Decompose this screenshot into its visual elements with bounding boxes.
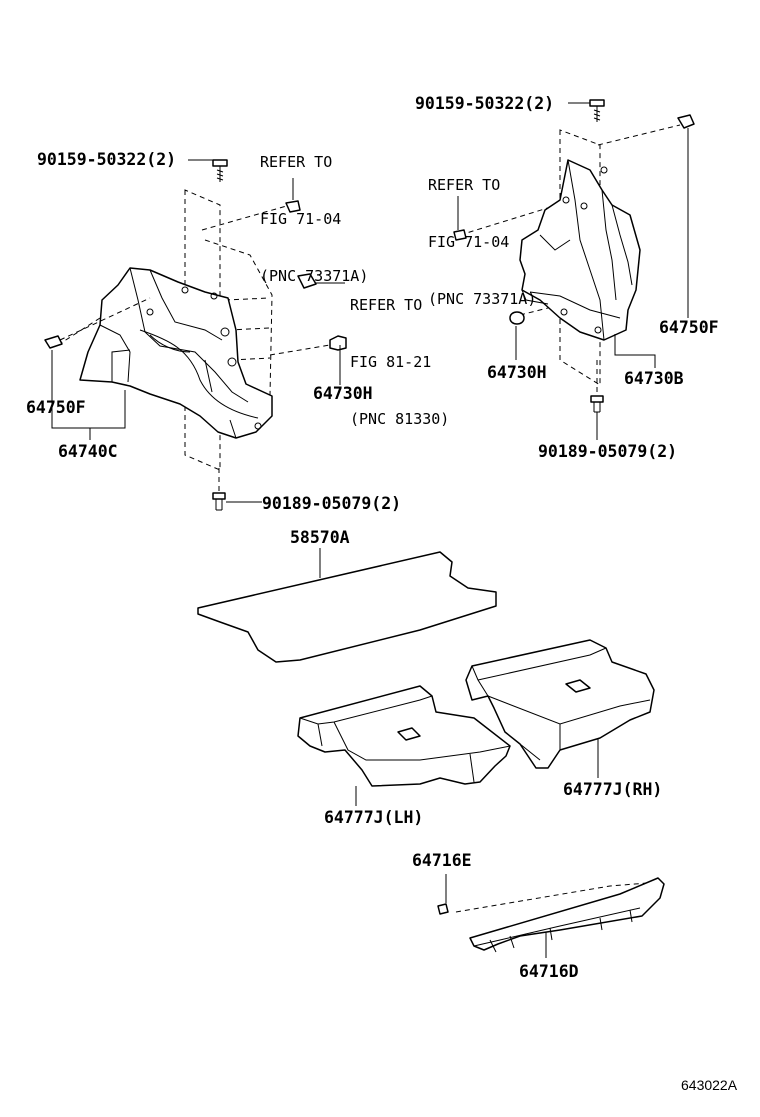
bolt-left-top-label: 90159-50322(2) bbox=[37, 150, 177, 169]
plate-label: 64716D bbox=[519, 962, 579, 981]
box-lh-label: 64777J(LH) bbox=[324, 808, 424, 827]
refer-center-line3: (PNC 81330) bbox=[350, 410, 450, 428]
left-hardware bbox=[44, 159, 347, 511]
box-lh bbox=[297, 685, 511, 806]
clip-right-label: 64750F bbox=[659, 318, 719, 337]
refer-center-line2: FIG 81-21 bbox=[350, 353, 432, 371]
refer-left-label: REFER TO FIG 71-04 (PNC 73371A) bbox=[260, 115, 368, 324]
screw-right-label: 64730H bbox=[487, 363, 547, 382]
left-quarter-trim-panel bbox=[57, 189, 331, 471]
bottom-bolt-right-label: 90189-05079(2) bbox=[538, 442, 678, 461]
refer-right-line2: FIG 71-04 bbox=[428, 233, 510, 251]
refer-right-line1: REFER TO bbox=[428, 176, 501, 194]
refer-left-line3: (PNC 73371A) bbox=[260, 267, 369, 285]
clip-left-label: 64750F bbox=[26, 398, 86, 417]
refer-left-line2: FIG 71-04 bbox=[260, 210, 342, 228]
plate-clip-label: 64716E bbox=[412, 851, 472, 870]
bolt-right-top-label: 90159-50322(2) bbox=[415, 94, 555, 113]
panel-left-label: 64740C bbox=[58, 442, 118, 461]
bottom-bolt-left-label: 90189-05079(2) bbox=[262, 494, 402, 513]
refer-right-line3: (PNC 73371A) bbox=[428, 290, 537, 308]
refer-left-line1: REFER TO bbox=[260, 153, 333, 171]
figure-id: 643022A bbox=[681, 1077, 738, 1093]
refer-center-line1: REFER TO bbox=[350, 296, 423, 314]
refer-right-label: REFER TO FIG 71-04 (PNC 73371A) bbox=[428, 138, 536, 347]
box-rh-label: 64777J(RH) bbox=[563, 780, 663, 799]
right-quarter-trim-panel bbox=[453, 99, 695, 440]
deck-board-label: 58570A bbox=[290, 528, 350, 547]
screw-left-label: 64730H bbox=[313, 384, 373, 403]
panel-right-label: 64730B bbox=[624, 369, 684, 388]
refer-center-label: REFER TO FIG 81-21 (PNC 81330) bbox=[350, 258, 449, 467]
deck-board bbox=[197, 548, 497, 663]
box-rh bbox=[465, 639, 655, 778]
luggage-plate bbox=[437, 874, 665, 958]
